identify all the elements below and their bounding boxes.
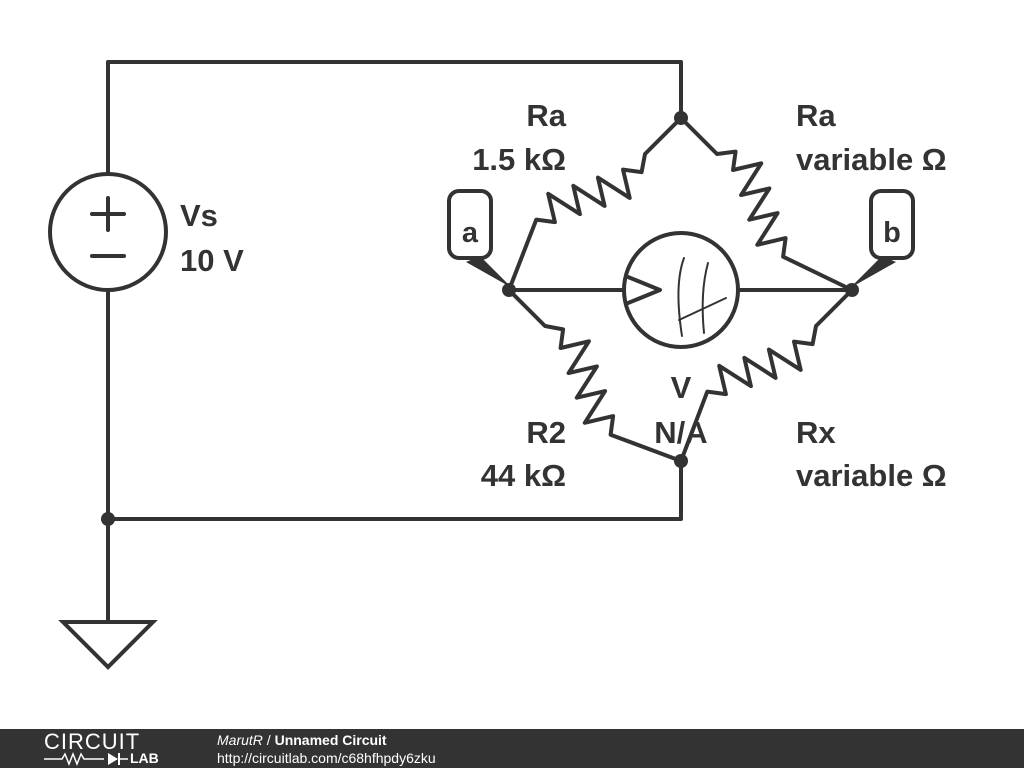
wire-bottom bbox=[106, 459, 683, 521]
resistor-ra-top-right bbox=[679, 116, 854, 292]
node-label-a[interactable]: a bbox=[447, 189, 512, 288]
junction-dot-right bbox=[845, 283, 859, 297]
circuitlab-logo-resistor-icon bbox=[44, 752, 128, 766]
ra-right-value-label: variable Ω bbox=[796, 142, 947, 177]
circuit-name[interactable]: Unnamed Circuit bbox=[274, 732, 387, 748]
resistor-ra-top-left bbox=[507, 116, 683, 292]
ra-left-name-label: Ra bbox=[526, 98, 566, 133]
ra-left-value-label: 1.5 kΩ bbox=[472, 142, 566, 177]
node-label-b[interactable]: b bbox=[850, 189, 915, 288]
r2-value-label: 44 kΩ bbox=[481, 458, 566, 493]
voltmeter[interactable] bbox=[622, 231, 740, 349]
author-link[interactable]: MarutR bbox=[217, 732, 263, 748]
circuit-url-link[interactable]: http://circuitlab.com/c68hfhpdy6zku bbox=[217, 750, 436, 766]
rx-name-label: Rx bbox=[796, 415, 836, 450]
r2-name-label: R2 bbox=[526, 415, 566, 450]
circuit-schematic: a b Vs 10 V Ra 1.5 kΩ Ra variable Ω R2 4… bbox=[48, 60, 947, 670]
junction-dot-bottom bbox=[674, 454, 688, 468]
voltage-source[interactable] bbox=[48, 172, 168, 292]
circuit-meta-line: MarutR / Unnamed Circuit bbox=[217, 732, 387, 748]
ra-right-name-label: Ra bbox=[796, 98, 836, 133]
ground-symbol[interactable] bbox=[58, 620, 158, 670]
rx-value-label: variable Ω bbox=[796, 458, 947, 493]
circuitlab-logo-lab-text: LAB bbox=[130, 750, 159, 766]
meta-separator: / bbox=[262, 732, 275, 748]
junction-dot-left bbox=[502, 283, 516, 297]
node-label-b-text: b bbox=[883, 217, 901, 249]
junction-dot-top bbox=[674, 111, 688, 125]
voltmeter-value-label: N/A bbox=[654, 415, 707, 450]
resistor-rx-bottom-right bbox=[679, 288, 854, 463]
resistor-r2-bottom-left bbox=[507, 288, 683, 463]
voltmeter-name-label: V bbox=[671, 370, 692, 405]
junction-dot-ground bbox=[101, 512, 115, 526]
node-label-a-text: a bbox=[462, 217, 479, 249]
wire-top bbox=[106, 60, 683, 175]
source-name-label: Vs bbox=[180, 198, 218, 233]
source-value-label: 10 V bbox=[180, 243, 244, 278]
circuitlab-logo-text[interactable]: CIRCUIT bbox=[44, 729, 141, 754]
footer-bar: CIRCUIT LAB MarutR / Unnamed Circuit htt… bbox=[0, 729, 1024, 768]
